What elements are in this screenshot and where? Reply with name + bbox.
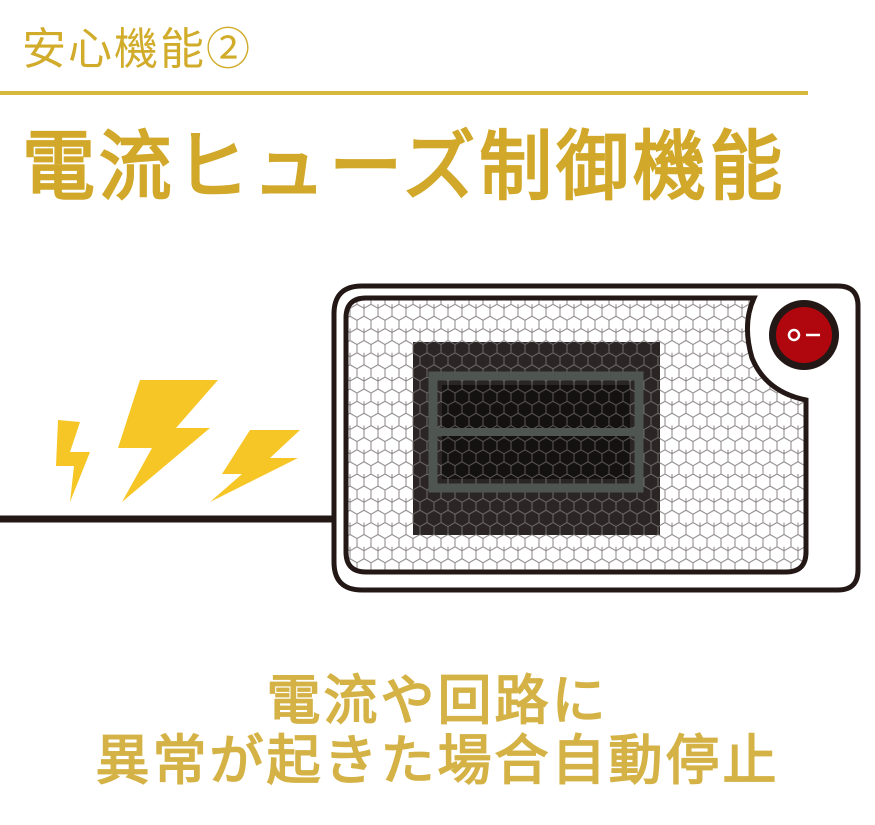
- heater-illustration: [0, 283, 861, 593]
- lightning-bolt-icon: [118, 380, 218, 502]
- subtitle: 安心機能②: [22, 24, 252, 75]
- divider-line: [0, 91, 808, 95]
- power-switch: [769, 300, 839, 370]
- switch-off-symbol-icon: [787, 328, 801, 342]
- lightning-bolt-icon: [210, 430, 300, 502]
- caption-line-2: 異常が起きた場合自動停止: [95, 728, 780, 792]
- lightning-bolt-icon: [56, 420, 90, 502]
- page-title: 電流ヒューズ制御機能: [22, 122, 787, 211]
- caption-line-1: 電流や回路に: [266, 668, 609, 732]
